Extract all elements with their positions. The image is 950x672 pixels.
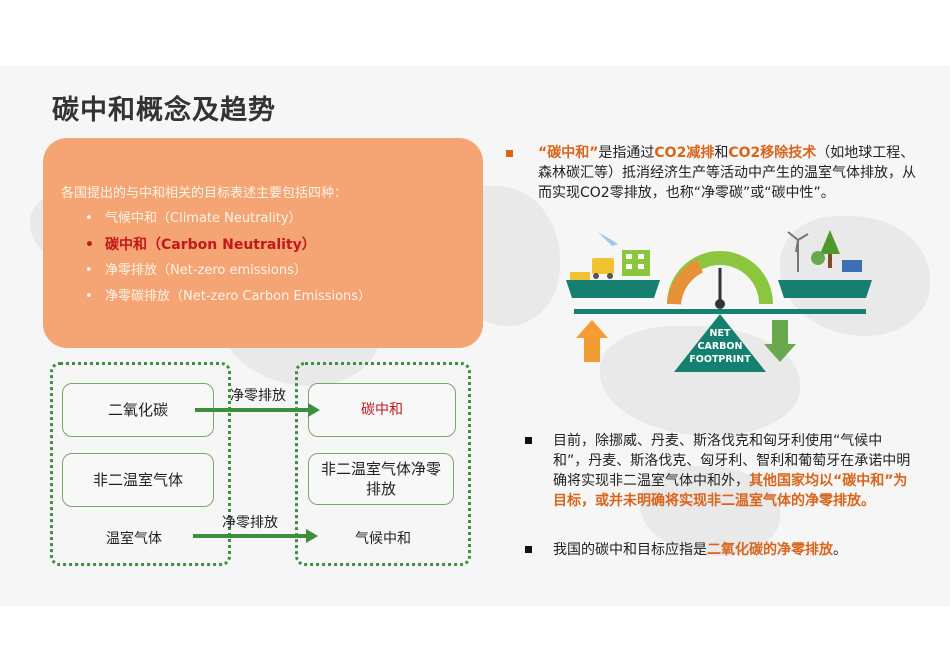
goal-types-lead: 各国提出的与中和相关的目标表述主要包括四种： [61, 186, 348, 201]
ghg-arrow [193, 534, 307, 538]
non-co2-ghg-box: 非二温室气体 [62, 453, 214, 507]
arrow-head-icon [308, 403, 320, 417]
carbon-neutrality-box: 碳中和 [308, 383, 456, 437]
page-title: 碳中和概念及趋势 [52, 95, 276, 126]
arrow-head-icon [306, 529, 318, 543]
right-dashed-group [295, 362, 471, 566]
non-co2-net-zero-box: 非二温室气体净零排放 [308, 453, 454, 505]
climate-neutrality-label: 气候中和 [355, 531, 411, 547]
goal-type-item: •净零排放（Net-zero emissions） [85, 263, 307, 278]
down-arrow-icon [764, 320, 796, 362]
goal-type-item-highlighted: •碳中和（Carbon Neutrality） [85, 237, 316, 253]
goal-type-item: •气候中和（Climate Neutrality） [85, 211, 302, 226]
airplane-icon [598, 232, 618, 246]
goal-type-item: •净零碳排放（Net-zero Carbon Emissions） [85, 289, 372, 304]
solar-panel-icon [842, 260, 862, 272]
co2-box: 二氧化碳 [62, 383, 214, 437]
co2-arrow [195, 408, 309, 412]
bullet-square-icon [525, 437, 532, 444]
goal-types-list: •气候中和（Climate Neutrality） •碳中和（Carbon Ne… [85, 206, 372, 310]
countries-targets-paragraph: 目前，除挪威、丹麦、斯洛伐克和匈牙利使用“气候中和”，丹麦、斯洛伐克、匈牙利、智… [525, 431, 915, 511]
right-scale-pan [778, 280, 872, 298]
truck-icon [592, 258, 614, 274]
factory-icon [570, 272, 590, 280]
bullet-square-icon [525, 546, 532, 553]
world-map-decoration [640, 466, 780, 556]
net-zero-arrow-label: 净零排放 [230, 388, 286, 404]
bullet-square-icon [506, 150, 513, 157]
building-icon [622, 250, 650, 276]
net-zero-arrow-label: 净零排放 [222, 515, 278, 531]
footprint-badge [674, 314, 766, 372]
badge-line2: CARBON [698, 341, 743, 352]
up-arrow-icon [576, 320, 608, 362]
ghg-label: 温室气体 [106, 531, 162, 547]
badge-line3: FOOTPRINT [689, 354, 751, 365]
net-carbon-footprint-illustration: NET CARBON FOOTPRINT [566, 230, 872, 372]
goal-types-box: 各国提出的与中和相关的目标表述主要包括四种： •气候中和（Climate Neu… [43, 138, 483, 348]
china-target-paragraph: 我国的碳中和目标应指是二氧化碳的净零排放。 [525, 540, 915, 560]
left-scale-pan [566, 280, 660, 298]
left-dashed-group [50, 362, 231, 566]
badge-line1: NET [710, 328, 731, 339]
tree-icon [820, 230, 840, 254]
carbon-neutrality-definition: “碳中和”是指通过CO2减排和CO2移除技术（如地球工程、森林碳汇等）抵消经济生… [506, 143, 918, 203]
scale-beam [574, 309, 866, 314]
